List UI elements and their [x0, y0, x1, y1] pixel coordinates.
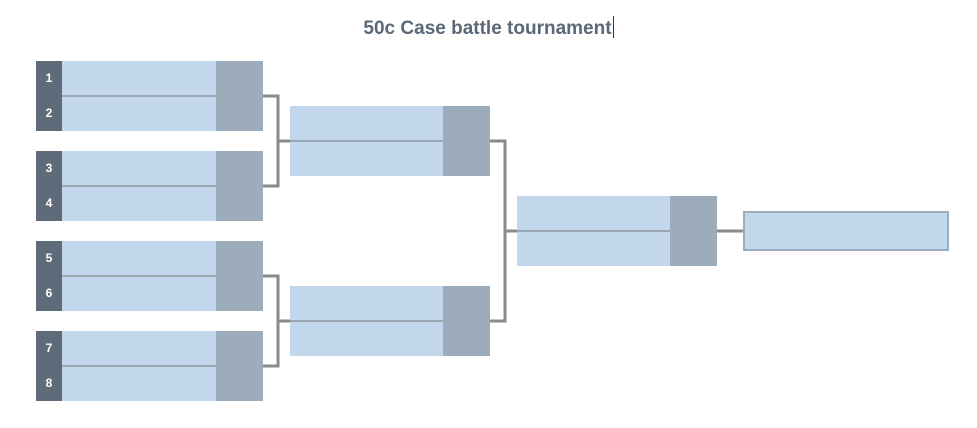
tournament-title: 50c Case battle tournament: [0, 16, 977, 40]
team-slot-bottom[interactable]: [517, 232, 670, 266]
seed-number: 3: [45, 161, 53, 175]
seed-number: 6: [45, 286, 53, 300]
match-r2-2: [290, 286, 490, 356]
team-slot-bottom[interactable]: [62, 97, 216, 131]
seed-number: 2: [45, 106, 53, 120]
seed-number: 5: [45, 251, 53, 265]
score-box[interactable]: [443, 106, 490, 176]
team-slot-top[interactable]: [290, 286, 443, 322]
team-slot-top[interactable]: [62, 331, 216, 367]
seed-column: 3 4: [36, 151, 62, 221]
match-r1-3: 5 6: [36, 241, 263, 311]
text-cursor: [612, 16, 614, 38]
team-slot-bottom[interactable]: [290, 142, 443, 176]
team-slot-bottom[interactable]: [290, 322, 443, 356]
match-r1-4: 7 8: [36, 331, 263, 401]
score-box[interactable]: [216, 151, 263, 221]
match-r3-1: [517, 196, 717, 266]
seed-column: 1 2: [36, 61, 62, 131]
seed-column: 5 6: [36, 241, 62, 311]
team-slot-top[interactable]: [62, 61, 216, 97]
score-box[interactable]: [216, 241, 263, 311]
match-r2-1: [290, 106, 490, 176]
seed-number: 1: [45, 71, 53, 85]
score-box[interactable]: [216, 61, 263, 131]
match-r1-1: 1 2: [36, 61, 263, 131]
seed-number: 4: [45, 196, 53, 210]
winner-slot[interactable]: [743, 211, 949, 251]
match-r1-2: 3 4: [36, 151, 263, 221]
team-slot-bottom[interactable]: [62, 277, 216, 311]
score-box[interactable]: [443, 286, 490, 356]
score-box[interactable]: [216, 331, 263, 401]
score-box[interactable]: [670, 196, 717, 266]
seed-number: 8: [45, 376, 53, 390]
connector-r1-bottom: [263, 274, 290, 368]
seed-number: 7: [45, 341, 53, 355]
team-slot-top[interactable]: [62, 151, 216, 187]
team-slot-top[interactable]: [62, 241, 216, 277]
tournament-title-text: 50c Case battle tournament: [363, 18, 612, 39]
team-slot-top[interactable]: [290, 106, 443, 142]
seed-column: 7 8: [36, 331, 62, 401]
connector-r2: [490, 139, 517, 323]
team-slot-bottom[interactable]: [62, 187, 216, 221]
team-slot-top[interactable]: [517, 196, 670, 232]
connector-r1-top: [263, 94, 290, 188]
team-slot-bottom[interactable]: [62, 367, 216, 401]
